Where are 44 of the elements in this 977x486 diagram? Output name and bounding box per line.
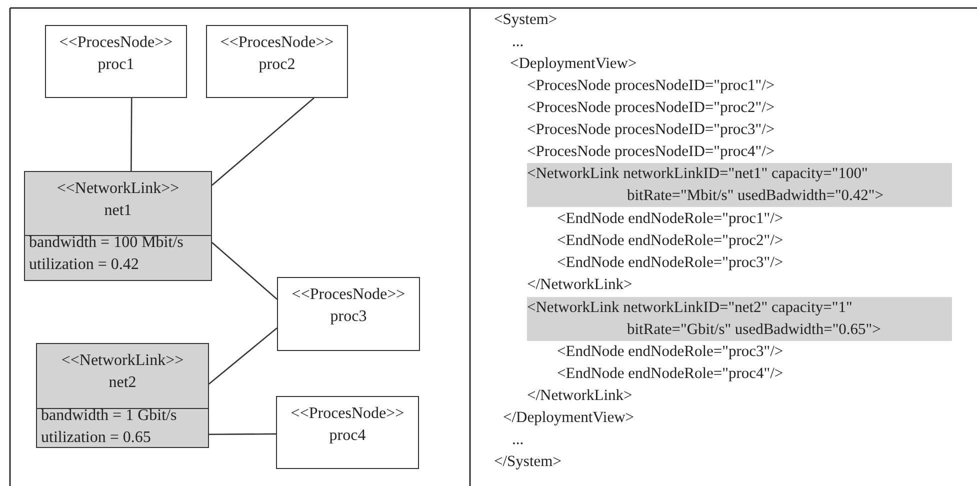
node-name: proc2 <box>258 55 296 75</box>
process-node-box <box>276 396 419 469</box>
connector-line <box>208 328 278 384</box>
attribute-text: utilization = 0.42 <box>29 255 140 275</box>
attribute-text: bandwidth = 1 Gbit/s <box>41 406 178 426</box>
stereotype-label: <<ProcesNode>> <box>290 285 406 305</box>
xml-code-line: <EndNode endNodeRole="proc2"/> <box>557 231 784 251</box>
stereotype-label: <<ProcesNode>> <box>290 404 406 424</box>
node-name: net1 <box>103 201 133 221</box>
network-link-box <box>24 171 212 281</box>
connector-line <box>209 433 276 435</box>
xml-code-line: </NetworkLink> <box>527 275 632 295</box>
xml-code-line: <EndNode endNodeRole="proc3"/> <box>557 253 784 273</box>
xml-code-line: ... <box>512 32 524 52</box>
node-name: proc4 <box>328 426 367 446</box>
connector-line <box>212 98 314 186</box>
node-name: proc3 <box>329 307 368 327</box>
xml-code-line: <System> <box>494 10 558 30</box>
stereotype-label: <<NetworkLink>> <box>56 179 180 199</box>
connector-line <box>212 242 278 300</box>
xml-code-line: ... <box>512 430 524 450</box>
xml-code-line: <ProcesNode procesNodeID="proc4"/> <box>527 142 775 162</box>
process-node-box <box>206 25 348 98</box>
xml-code-line: </NetworkLink> <box>527 386 632 406</box>
xml-code-line: <EndNode endNodeRole="proc1"/> <box>557 209 784 229</box>
xml-code-line: <ProcesNode procesNodeID="proc3"/> <box>527 120 775 140</box>
network-link-box <box>36 343 209 448</box>
stereotype-label: <<ProcesNode>> <box>219 33 335 53</box>
xml-code-line: <EndNode endNodeRole="proc4"/> <box>557 364 784 384</box>
process-node-box <box>45 25 187 98</box>
node-name: proc1 <box>96 55 136 75</box>
attribute-text: bandwidth = 100 Mbit/s <box>29 233 184 253</box>
xml-code-line: <EndNode endNodeRole="proc3"/> <box>557 342 784 362</box>
node-name: net2 <box>108 373 138 393</box>
stereotype-label: <<NetworkLink>> <box>60 351 185 371</box>
xml-code-line: <ProcesNode procesNodeID="proc2"/> <box>527 98 775 118</box>
xml-code-line: <ProcesNode procesNodeID="proc1"/> <box>527 76 775 96</box>
xml-code-line: <DeploymentView> <box>510 54 637 74</box>
process-node-box <box>277 277 420 351</box>
stereotype-label: <<ProcesNode>> <box>58 33 174 53</box>
attribute-text: utilization = 0.65 <box>41 428 152 448</box>
xml-code-line: </System> <box>494 452 562 472</box>
connector-line <box>130 98 132 171</box>
xml-code-line: </DeploymentView> <box>503 408 634 428</box>
